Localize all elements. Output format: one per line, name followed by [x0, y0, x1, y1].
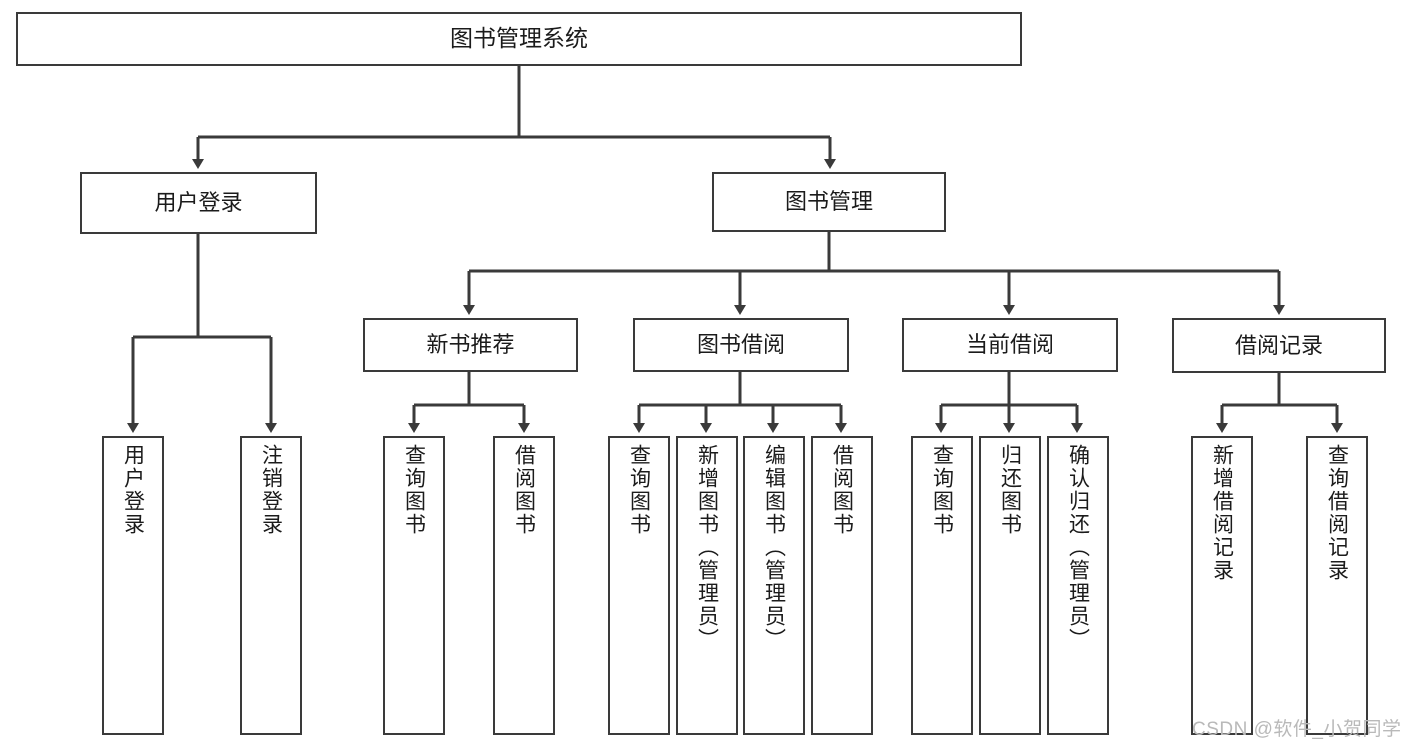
- watermark: CSDN @软件_小贺同学: [1192, 719, 1402, 740]
- node-label: 确认归还（管理员）: [1066, 444, 1090, 651]
- leaf-borrow-book-recommend[interactable]: 借阅图书: [493, 436, 555, 735]
- node-label: 新书推荐: [426, 332, 515, 358]
- node-label: 借阅图书: [512, 444, 536, 536]
- leaf-logout[interactable]: 注销登录: [240, 436, 302, 735]
- node-label: 用户登录: [154, 190, 243, 216]
- node-label: 图书管理: [784, 189, 873, 215]
- leaf-edit-book-admin[interactable]: 编辑图书（管理员）: [743, 436, 805, 735]
- node-label: 借阅记录: [1234, 332, 1323, 358]
- node-label: 新增借阅记录: [1210, 444, 1234, 582]
- leaf-query-book-recommend[interactable]: 查询图书: [383, 436, 445, 735]
- node-label: 查询图书: [627, 444, 651, 536]
- node-label: 编辑图书（管理员）: [762, 444, 786, 651]
- node-label: 用户登录: [121, 444, 145, 536]
- node-new-book-recommend[interactable]: 新书推荐: [363, 318, 578, 372]
- leaf-borrow-book[interactable]: 借阅图书: [811, 436, 873, 735]
- leaf-add-book-admin[interactable]: 新增图书（管理员）: [676, 436, 738, 735]
- node-label: 查询图书: [402, 444, 426, 536]
- node-label: 图书借阅: [696, 332, 785, 358]
- node-current-borrow[interactable]: 当前借阅: [902, 318, 1118, 372]
- leaf-return-book[interactable]: 归还图书: [979, 436, 1041, 735]
- node-book-borrow[interactable]: 图书借阅: [633, 318, 849, 372]
- leaf-confirm-return-admin[interactable]: 确认归还（管理员）: [1047, 436, 1109, 735]
- leaf-query-book-current[interactable]: 查询图书: [911, 436, 973, 735]
- node-label: 注销登录: [259, 444, 283, 536]
- node-book-management[interactable]: 图书管理: [712, 172, 946, 232]
- node-label: 图书管理系统: [450, 25, 588, 52]
- leaf-user-login[interactable]: 用户登录: [102, 436, 164, 735]
- leaf-query-book-borrow[interactable]: 查询图书: [608, 436, 670, 735]
- node-label: 查询图书: [930, 444, 954, 536]
- node-label: 归还图书: [998, 444, 1022, 536]
- node-user-login[interactable]: 用户登录: [80, 172, 317, 234]
- node-borrow-records[interactable]: 借阅记录: [1172, 318, 1386, 373]
- leaf-add-borrow-record[interactable]: 新增借阅记录: [1191, 436, 1253, 735]
- node-label: 当前借阅: [965, 332, 1054, 358]
- node-label: 查询借阅记录: [1325, 444, 1349, 582]
- node-label: 借阅图书: [830, 444, 854, 536]
- leaf-query-borrow-record[interactable]: 查询借阅记录: [1306, 436, 1368, 735]
- node-label: 新增图书（管理员）: [695, 444, 719, 651]
- node-root-system[interactable]: 图书管理系统: [16, 12, 1022, 66]
